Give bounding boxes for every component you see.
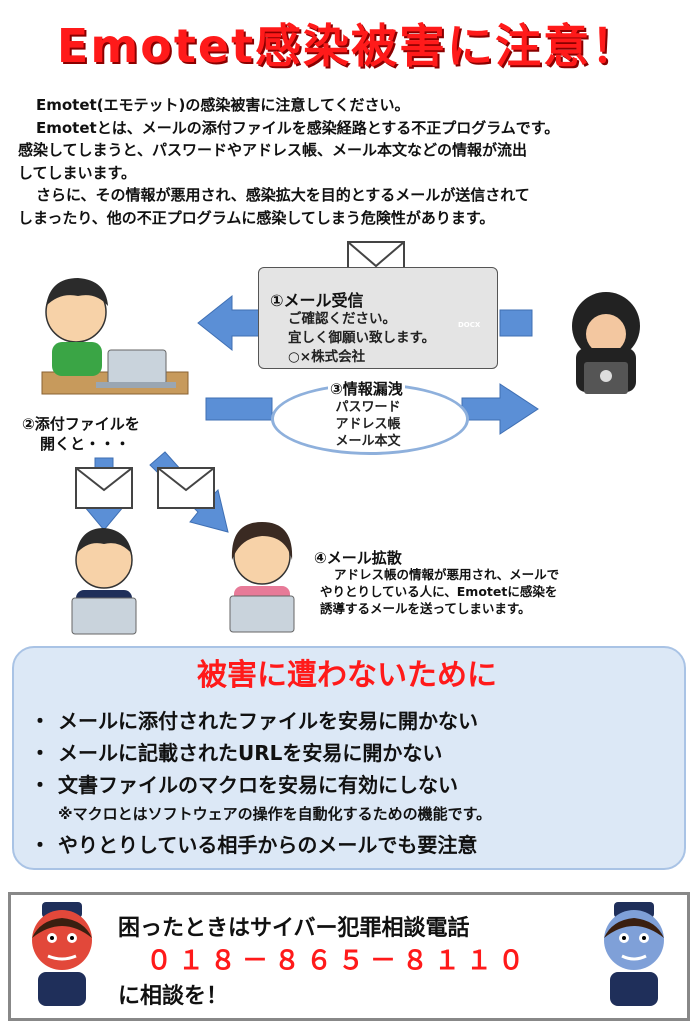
step2-line: ②添付ファイルを (22, 415, 140, 433)
mail-line: ご確認ください。 (288, 311, 396, 327)
hacker-icon (572, 292, 640, 394)
consult-line3: に相談を！ (118, 984, 229, 1009)
bullet: ・ (30, 709, 50, 733)
tip-item: ・文書ファイルのマクロを安易に有効にしない (30, 769, 458, 798)
step4-text: アドレス帳の情報が悪用され、メールで やりとりしている人に、Emotetに感染を… (320, 566, 620, 617)
victim-female-icon (229, 522, 295, 633)
received-mail-box (258, 267, 498, 369)
step2-line: 開くと・・・ (40, 435, 131, 453)
tip-text: メールに記載されたURLを安易に開かない (58, 741, 443, 765)
step1-title: ①メール受信 (270, 291, 364, 310)
prevention-tips-box (12, 646, 686, 870)
intro-line: してしまいます。 (18, 163, 137, 182)
tip-text: 文書ファイルのマクロを安易に有効にしない (58, 773, 458, 797)
mail-line: ○×株式会社 (288, 349, 366, 365)
bullet: ・ (30, 773, 50, 797)
envelope-icon (75, 467, 133, 509)
envelope-icon (157, 467, 215, 509)
intro-line: さらに、その情報が悪用され、感染拡大を目的とするメールが送信されて (36, 186, 530, 204)
police-mascot-right-icon (604, 902, 664, 1006)
police-mascot-left-icon (32, 902, 92, 1006)
leak-item: アドレス帳 (335, 417, 401, 432)
tips-heading: 被害に遭わないために (197, 658, 497, 693)
intro-line: しまったり、他の不正プログラムに感染してしまう危険性があります。 (18, 208, 495, 227)
consult-box (8, 892, 690, 1021)
step4-title: ④メール拡散 (314, 549, 402, 567)
tip-text: やりとりしている相手からのメールでも要注意 (58, 833, 478, 857)
tip-item: ・メールに添付されたファイルを安易に開かない (30, 705, 478, 734)
tip-item: ・やりとりしている相手からのメールでも要注意 (30, 829, 477, 858)
user-at-computer-icon (41, 278, 189, 395)
tip-text: メールに添付されたファイルを安易に開かない (58, 709, 478, 733)
step3-title: ③情報漏洩 (328, 378, 405, 399)
step4-line: アドレス帳の情報が悪用され、メールで (334, 567, 560, 582)
mail-line: 宜しく御願い致します。 (288, 330, 436, 346)
leak-item: パスワード (335, 400, 401, 415)
victim-male-icon (71, 528, 137, 635)
intro-line: 感染してしまうと、パスワードやアドレス帳、メール本文などの情報が流出 (18, 141, 527, 159)
infection-flow-diagram (41, 241, 640, 635)
leak-item: メール本文 (335, 434, 401, 449)
bullet: ・ (30, 741, 50, 765)
phone-number[interactable]: ０１８－８６５－８１１０ (146, 946, 531, 976)
arrow-left-icon (197, 294, 533, 352)
docx-label: DOCX (458, 321, 481, 329)
intro-text: Emotet(エモテット)の感染被害に注意してください。 Emotetとは、メー… (18, 94, 683, 229)
tip-item: ・メールに記載されたURLを安易に開かない (30, 737, 442, 766)
step2-label: ②添付ファイルを 開くと・・・ (22, 414, 140, 454)
consult-line1: 困ったときはサイバー犯罪相談電話 (118, 916, 470, 941)
step4-line: やりとりしている人に、Emotetに感染を (320, 584, 558, 599)
page-title: Emotet感染被害に注意！ (56, 19, 640, 73)
intro-line: Emotetとは、メールの添付ファイルを感染経路とする不正プログラムです。 (36, 118, 560, 137)
step4-line: 誘導するメールを送ってしまいます。 (320, 601, 531, 616)
intro-line: Emotet(エモテット)の感染被害に注意してください。 (36, 96, 410, 114)
bullet: ・ (30, 833, 50, 857)
macro-note: ※マクロとはソフトウェアの操作を自動化するための機能です。 (58, 805, 492, 823)
